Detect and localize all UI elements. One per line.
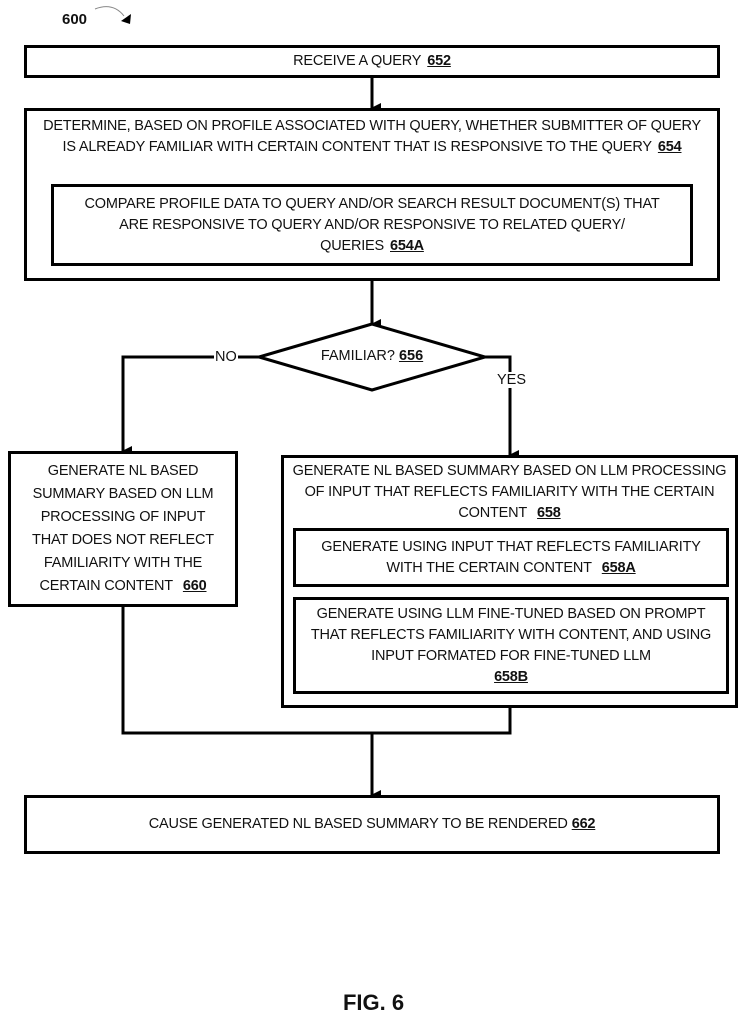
- substep-generate-input: GENERATE USING INPUT THAT REFLECTS FAMIL…: [293, 528, 729, 587]
- reference-arrow-600: [94, 6, 125, 17]
- step-text: GENERATE NL BASED SUMMARY BASED ON LLM P…: [32, 463, 214, 594]
- step-receive-query: RECEIVE A QUERY 652: [24, 45, 720, 78]
- step-generate-not-familiar: GENERATE NL BASED SUMMARY BASED ON LLM P…: [8, 451, 238, 607]
- arrow-no-branch: [121, 355, 259, 456]
- yes-branch-label: YES: [496, 372, 528, 388]
- connector-660-merge: [121, 606, 512, 735]
- substep-generate-fine-tuned: GENERATE USING LLM FINE-TUNED BASED ON P…: [293, 597, 729, 694]
- decision-label: FAMILIAR?656: [259, 348, 485, 364]
- step-text: CAUSE GENERATED NL BASED SUMMARY TO BE R…: [148, 816, 568, 832]
- arrow-yes-branch: [485, 355, 519, 460]
- step-text: DETERMINE, BASED ON PROFILE ASSOCIATED W…: [43, 118, 701, 155]
- step-determine-familiarity: DETERMINE, BASED ON PROFILE ASSOCIATED W…: [24, 108, 720, 281]
- substep-ref: 658A: [601, 559, 636, 576]
- step-ref: 654: [657, 139, 682, 155]
- figure-reference-number: 600: [62, 11, 88, 28]
- no-branch-label: NO: [214, 349, 238, 365]
- step-ref: 660: [182, 578, 207, 594]
- substep-ref: 654A: [390, 237, 424, 254]
- substep-compare-profile: COMPARE PROFILE DATA TO QUERY AND/OR SEA…: [51, 184, 693, 266]
- step-ref: 658: [537, 505, 561, 521]
- reference-arrowhead-600: [121, 14, 131, 24]
- step-render-summary: CAUSE GENERATED NL BASED SUMMARY TO BE R…: [24, 795, 720, 854]
- step-text: GENERATE NL BASED SUMMARY BASED ON LLM P…: [292, 463, 727, 521]
- step-generate-familiar: GENERATE NL BASED SUMMARY BASED ON LLM P…: [281, 455, 738, 708]
- substep-text: GENERATE USING LLM FINE-TUNED BASED ON P…: [310, 605, 712, 664]
- decision-text: FAMILIAR?: [320, 348, 395, 364]
- step-ref: 662: [571, 816, 596, 832]
- step-text: RECEIVE A QUERY: [293, 53, 422, 69]
- substep-text: COMPARE PROFILE DATA TO QUERY AND/OR SEA…: [84, 195, 660, 254]
- substep-ref: 658B: [494, 668, 528, 685]
- decision-diamond: [253, 322, 491, 392]
- step-ref: 652: [427, 53, 451, 69]
- decision-ref: 656: [398, 348, 424, 364]
- figure-caption: FIG. 6: [342, 990, 405, 1015]
- substep-text: GENERATE USING INPUT THAT REFLECTS FAMIL…: [321, 538, 701, 576]
